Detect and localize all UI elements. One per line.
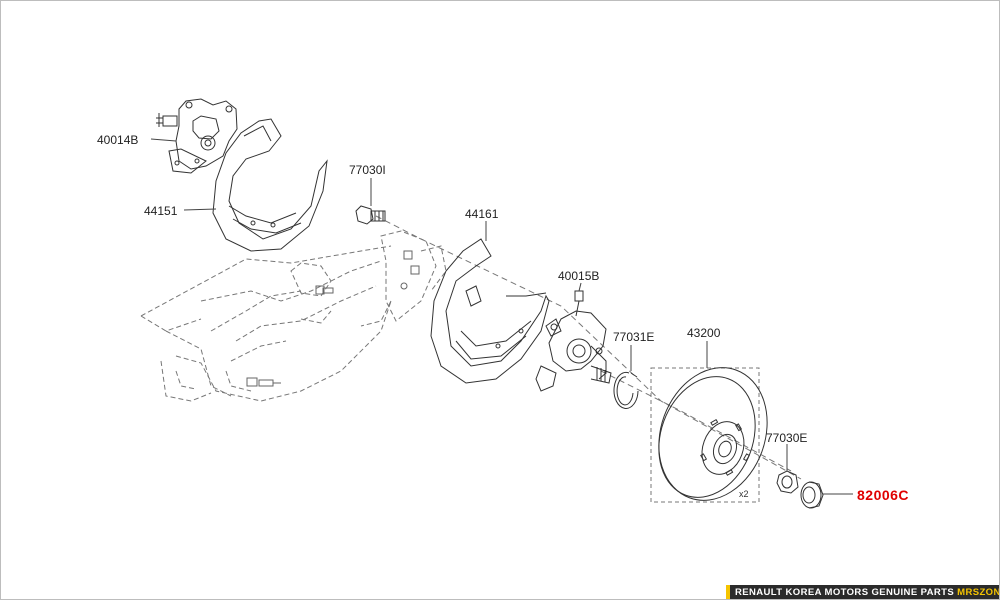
bolt-77030i-drawing	[355, 205, 386, 225]
part-label-77031e[interactable]: 77031E	[613, 330, 655, 344]
part-label-82006c-highlighted[interactable]: 82006C	[857, 487, 910, 503]
bracket-40014b-drawing	[156, 98, 238, 174]
part-label-44161[interactable]: 44161	[465, 207, 499, 221]
brake-disc-43200-drawing	[658, 367, 768, 501]
part-label-77030e[interactable]: 77030E	[766, 431, 808, 445]
assembly-axis-line-2	[600, 370, 792, 472]
assembly-axis-line	[375, 215, 802, 480]
quantity-note: x2	[739, 489, 749, 499]
nut-77030e-drawing	[776, 470, 799, 494]
part-label-40015b[interactable]: 40015B	[558, 269, 600, 283]
part-label-40014b[interactable]: 40014B	[97, 133, 139, 147]
part-label-77030i[interactable]: 77030I	[349, 163, 386, 177]
footer-accent-bar	[726, 585, 730, 599]
part-label-44151[interactable]: 44151	[144, 204, 178, 218]
dust-shield-44151-drawing	[212, 118, 328, 252]
dust-shield-44161-drawing	[430, 238, 550, 384]
axle-bolt-detail	[246, 250, 420, 387]
disc-group-box	[650, 367, 760, 503]
footer-watermark: RENAULT KOREA MOTORS GENUINE PARTS MRSZO…	[730, 585, 1000, 599]
cap-82006c-drawing	[800, 481, 824, 509]
part-label-43200[interactable]: 43200	[687, 326, 721, 340]
footer-brand: MRSZONE	[957, 587, 1000, 598]
snap-ring-77031e-drawing	[613, 371, 639, 409]
footer-text: RENAULT KOREA MOTORS GENUINE PARTS	[735, 587, 958, 598]
leader-lines	[150, 138, 853, 495]
axle-beam-outline	[140, 230, 447, 402]
